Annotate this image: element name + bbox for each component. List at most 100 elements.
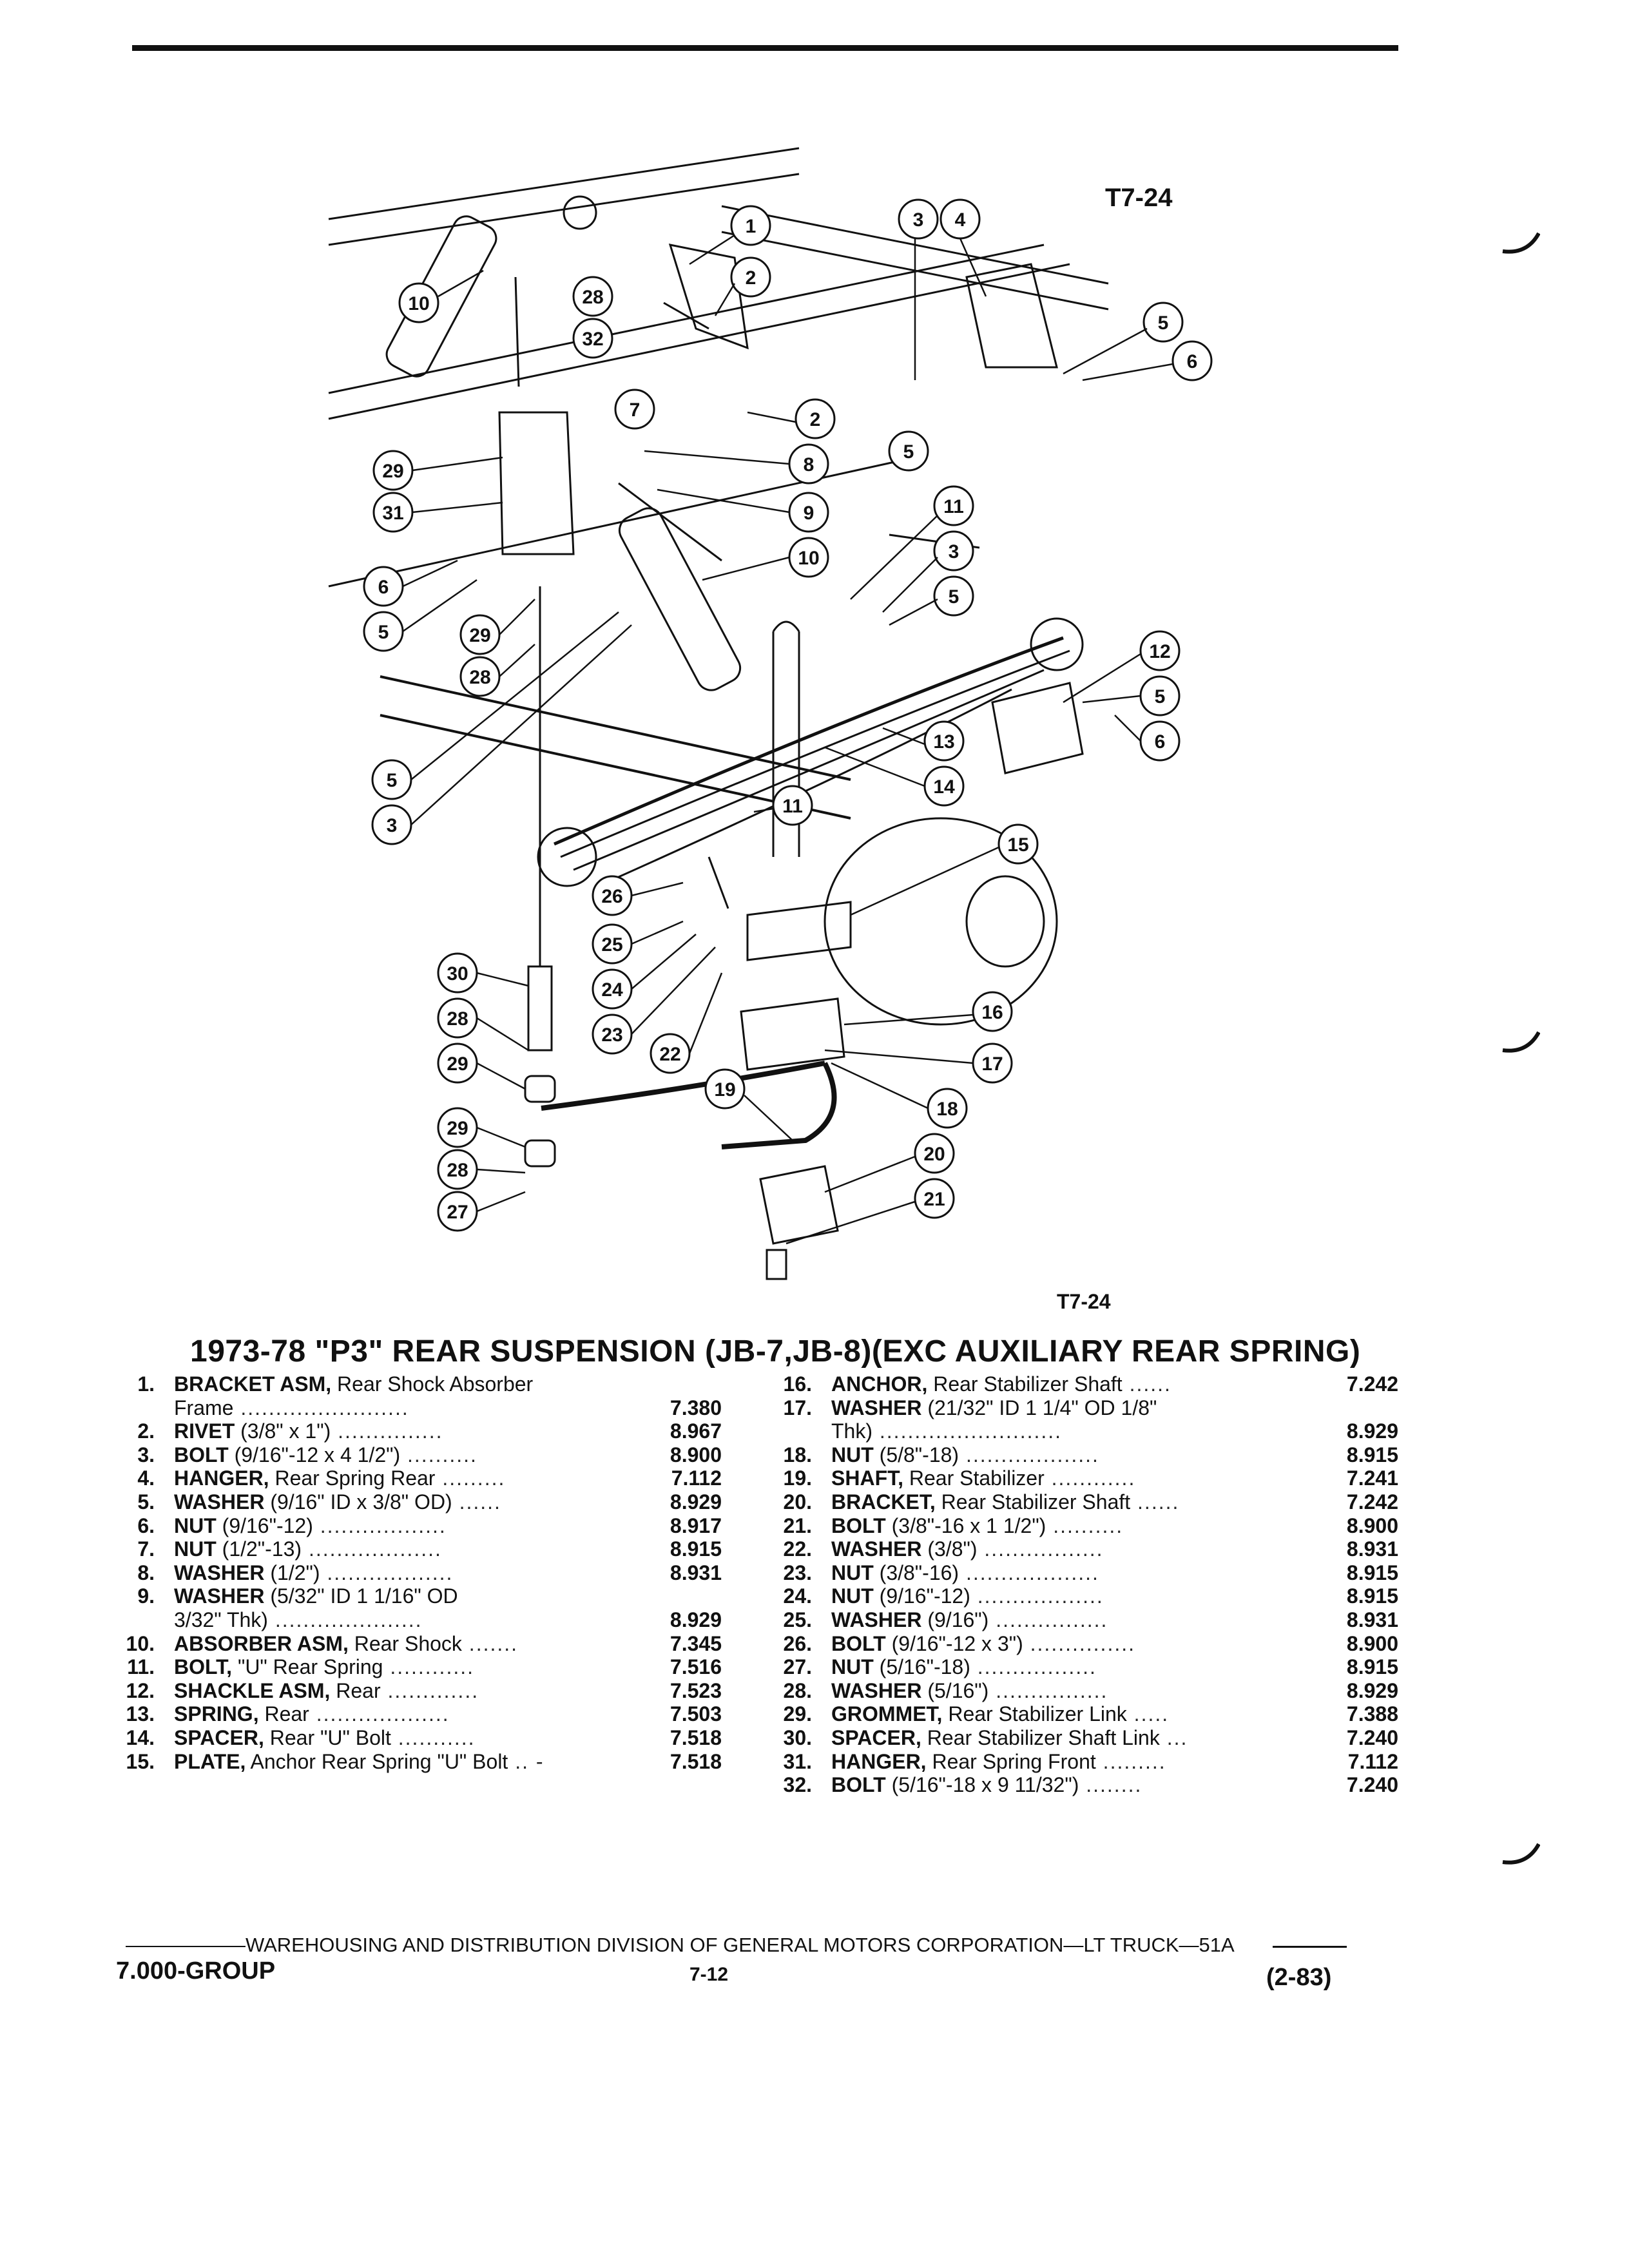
svg-text:3: 3 [949,541,959,562]
svg-text:5: 5 [378,622,389,643]
list-item: 16.ANCHOR, Rear Stabilizer Shaft ......7… [783,1372,1398,1396]
svg-text:11: 11 [782,796,803,817]
footer-rule [1273,1946,1347,1948]
list-item: 11.BOLT, "U" Rear Spring ............7.5… [127,1655,722,1679]
svg-text:6: 6 [378,577,389,598]
svg-text:10: 10 [798,548,819,569]
figure-code-top: T7-24 [1105,184,1173,212]
list-item: 27.NUT (5/16"-18) .................8.915 [783,1655,1398,1679]
svg-text:22: 22 [659,1044,680,1065]
callout-2b [795,398,836,439]
callout-5b [888,430,929,472]
margin-mark-icon [1502,1031,1540,1053]
list-item: 3.BOLT (9/16"-12 x 4 1/2") ..........8.9… [137,1443,722,1466]
parts-list-left: 1.BRACKET ASM, Rear Shock Absorber Frame… [110,1372,722,1773]
svg-text:11: 11 [943,496,964,517]
list-item: 6.NUT (9/16"-12) ..................8.917 [137,1514,722,1537]
svg-text:8: 8 [804,454,815,476]
svg-text:5: 5 [903,441,914,463]
list-item: 1.BRACKET ASM, Rear Shock Absorber [137,1372,534,1396]
footer-division-line: ——————WAREHOUSING AND DISTRIBUTION DIVIS… [126,1934,1235,1956]
footer-date: (2-83) [1266,1964,1332,1991]
svg-text:25: 25 [601,934,622,956]
list-item: 19.SHAFT, Rear Stabilizer ............7.… [783,1466,1398,1490]
list-item: 32.BOLT (5/16"-18 x 9 11/32") ........7.… [783,1773,1398,1797]
callout-7 [614,389,655,430]
svg-text:28: 28 [582,287,603,308]
margin-mark-icon [1502,1843,1540,1865]
list-item: 22.WASHER (3/8") .................8.931 [783,1537,1398,1561]
svg-text:18: 18 [936,1099,958,1120]
svg-text:2: 2 [810,409,821,430]
list-item: 13.SPRING, Rear ...................7.503 [126,1702,722,1726]
list-item: 14.SPACER, Rear "U" Bolt ...........7.51… [126,1725,722,1749]
callout-11 [933,485,974,526]
svg-text:29: 29 [469,625,490,646]
svg-text:9: 9 [804,503,815,524]
list-item: 24.NUT (9/16"-12) ..................8.91… [783,1584,1398,1608]
svg-text:29: 29 [447,1053,468,1075]
footer-page-number: 7-12 [689,1964,729,1985]
svg-text:13: 13 [933,731,954,753]
svg-text:29: 29 [447,1118,468,1139]
list-item: 10.ABSORBER ASM, Rear Shock .......7.345 [126,1631,722,1655]
callout-3b [933,530,974,572]
callout-3 [898,198,939,240]
list-item: 25.WASHER (9/16") ................8.931 [783,1608,1398,1631]
svg-text:19: 19 [714,1079,735,1100]
svg-text:31: 31 [382,503,403,524]
callout-16 [972,991,1013,1032]
list-item: 17.WASHER (21/32" ID 1 1/4" OD 1/8" [783,1396,1157,1419]
callout-15 [998,823,1039,865]
callout-32 [572,318,613,359]
svg-text:3: 3 [387,815,398,836]
list-item: 21.BOLT (3/8"-16 x 1 1/2") ..........8.9… [783,1514,1398,1537]
top-rule [132,45,1398,51]
callout-10 [398,282,439,323]
svg-text:6: 6 [1155,731,1166,753]
svg-text:7: 7 [630,399,641,421]
list-item: 4.HANGER, Rear Spring Rear .........7.11… [137,1466,722,1490]
list-item: 12.SHACKLE ASM, Rear .............7.523 [126,1678,722,1702]
list-item: Frame ........................7.380 [174,1396,722,1419]
callout-2 [730,256,771,298]
parts-list-right: 16.ANCHOR, Rear Stabilizer Shaft ......7… [767,1372,1411,1797]
callout-1 [730,205,771,246]
list-item: 28.WASHER (5/16") ................8.929 [783,1678,1398,1702]
callout-21 [914,1178,955,1219]
svg-text:5: 5 [1155,686,1166,707]
list-item: 7.NUT (1/2"-13) ...................8.915 [137,1537,722,1561]
svg-text:17: 17 [981,1053,1003,1075]
footer-group: 7.000-GROUP [116,1957,276,1984]
callout-12 [1139,630,1181,671]
svg-text:2: 2 [746,267,757,289]
svg-text:20: 20 [923,1144,945,1165]
list-item: 23.NUT (3/8"-16) ...................8.91… [783,1561,1398,1584]
svg-text:27: 27 [447,1202,468,1223]
svg-text:28: 28 [447,1160,468,1181]
svg-text:6: 6 [1187,351,1198,372]
callout-5d [933,575,974,617]
callout-11b [772,785,813,826]
list-item: 3/32" Thk) .....................8.929 [174,1608,722,1631]
list-item: 2.RIVET (3/8" x 1") ...............8.967 [137,1419,722,1443]
callout-6 [1171,340,1213,381]
list-item: 31.HANGER, Rear Spring Front .........7.… [783,1749,1398,1773]
svg-text:28: 28 [447,1008,468,1030]
svg-text:10: 10 [408,293,429,314]
callout-20 [914,1133,955,1174]
svg-text:32: 32 [582,329,603,350]
svg-text:5: 5 [1158,312,1169,334]
list-item: 15.PLATE, Anchor Rear Spring "U" Bolt ..… [126,1749,722,1773]
list-item: 30.SPACER, Rear Stabilizer Shaft Link ..… [783,1725,1398,1749]
list-item: Thk) ..........................8.929 [831,1419,1398,1443]
list-item: 29.GROMMET, Rear Stabilizer Link .....7.… [783,1702,1398,1726]
list-item: 8.WASHER (1/2") ..................8.931 [137,1561,722,1584]
callout-19 [704,1068,746,1110]
list-item: 26.BOLT (9/16"-12 x 3") ...............8… [783,1631,1398,1655]
svg-text:14: 14 [933,776,955,798]
svg-text:29: 29 [382,461,403,482]
callout-28 [572,276,613,317]
list-item: 9.WASHER (5/32" ID 1 1/16" OD [137,1584,458,1608]
